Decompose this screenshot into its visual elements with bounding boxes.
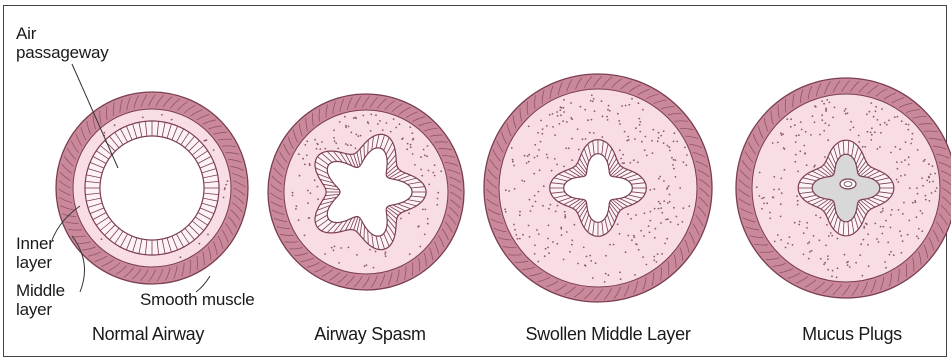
label-inner-line-1: Inner [16, 234, 54, 253]
label-middle-line-1: Middle [16, 281, 65, 300]
label-smooth-muscle: Smooth muscle [140, 290, 255, 309]
label-middle-line-2: layer [16, 300, 65, 319]
swollen-middle-layer-cross-section [484, 74, 712, 302]
normal-airway-cross-section [56, 92, 248, 284]
caption-mucus-plugs: Mucus Plugs [772, 324, 932, 344]
remaining-air-space [840, 179, 856, 189]
air-passageway [100, 136, 204, 240]
label-inner-layer: Inner layer [16, 234, 54, 272]
mucus-plugs-cross-section [736, 78, 951, 298]
caption-swollen-middle-layer: Swollen Middle Layer [503, 324, 713, 344]
caption-airway-spasm: Airway Spasm [290, 324, 450, 344]
caption-normal-airway: Normal Airway [68, 324, 228, 344]
label-middle-layer: Middle layer [16, 281, 65, 319]
label-air-line-2: passageway [16, 43, 109, 62]
label-air-line-1: Air [16, 24, 109, 43]
airway-spasm-cross-section [268, 94, 464, 290]
label-inner-line-2: layer [16, 253, 54, 272]
label-air-passageway: Air passageway [16, 24, 109, 62]
